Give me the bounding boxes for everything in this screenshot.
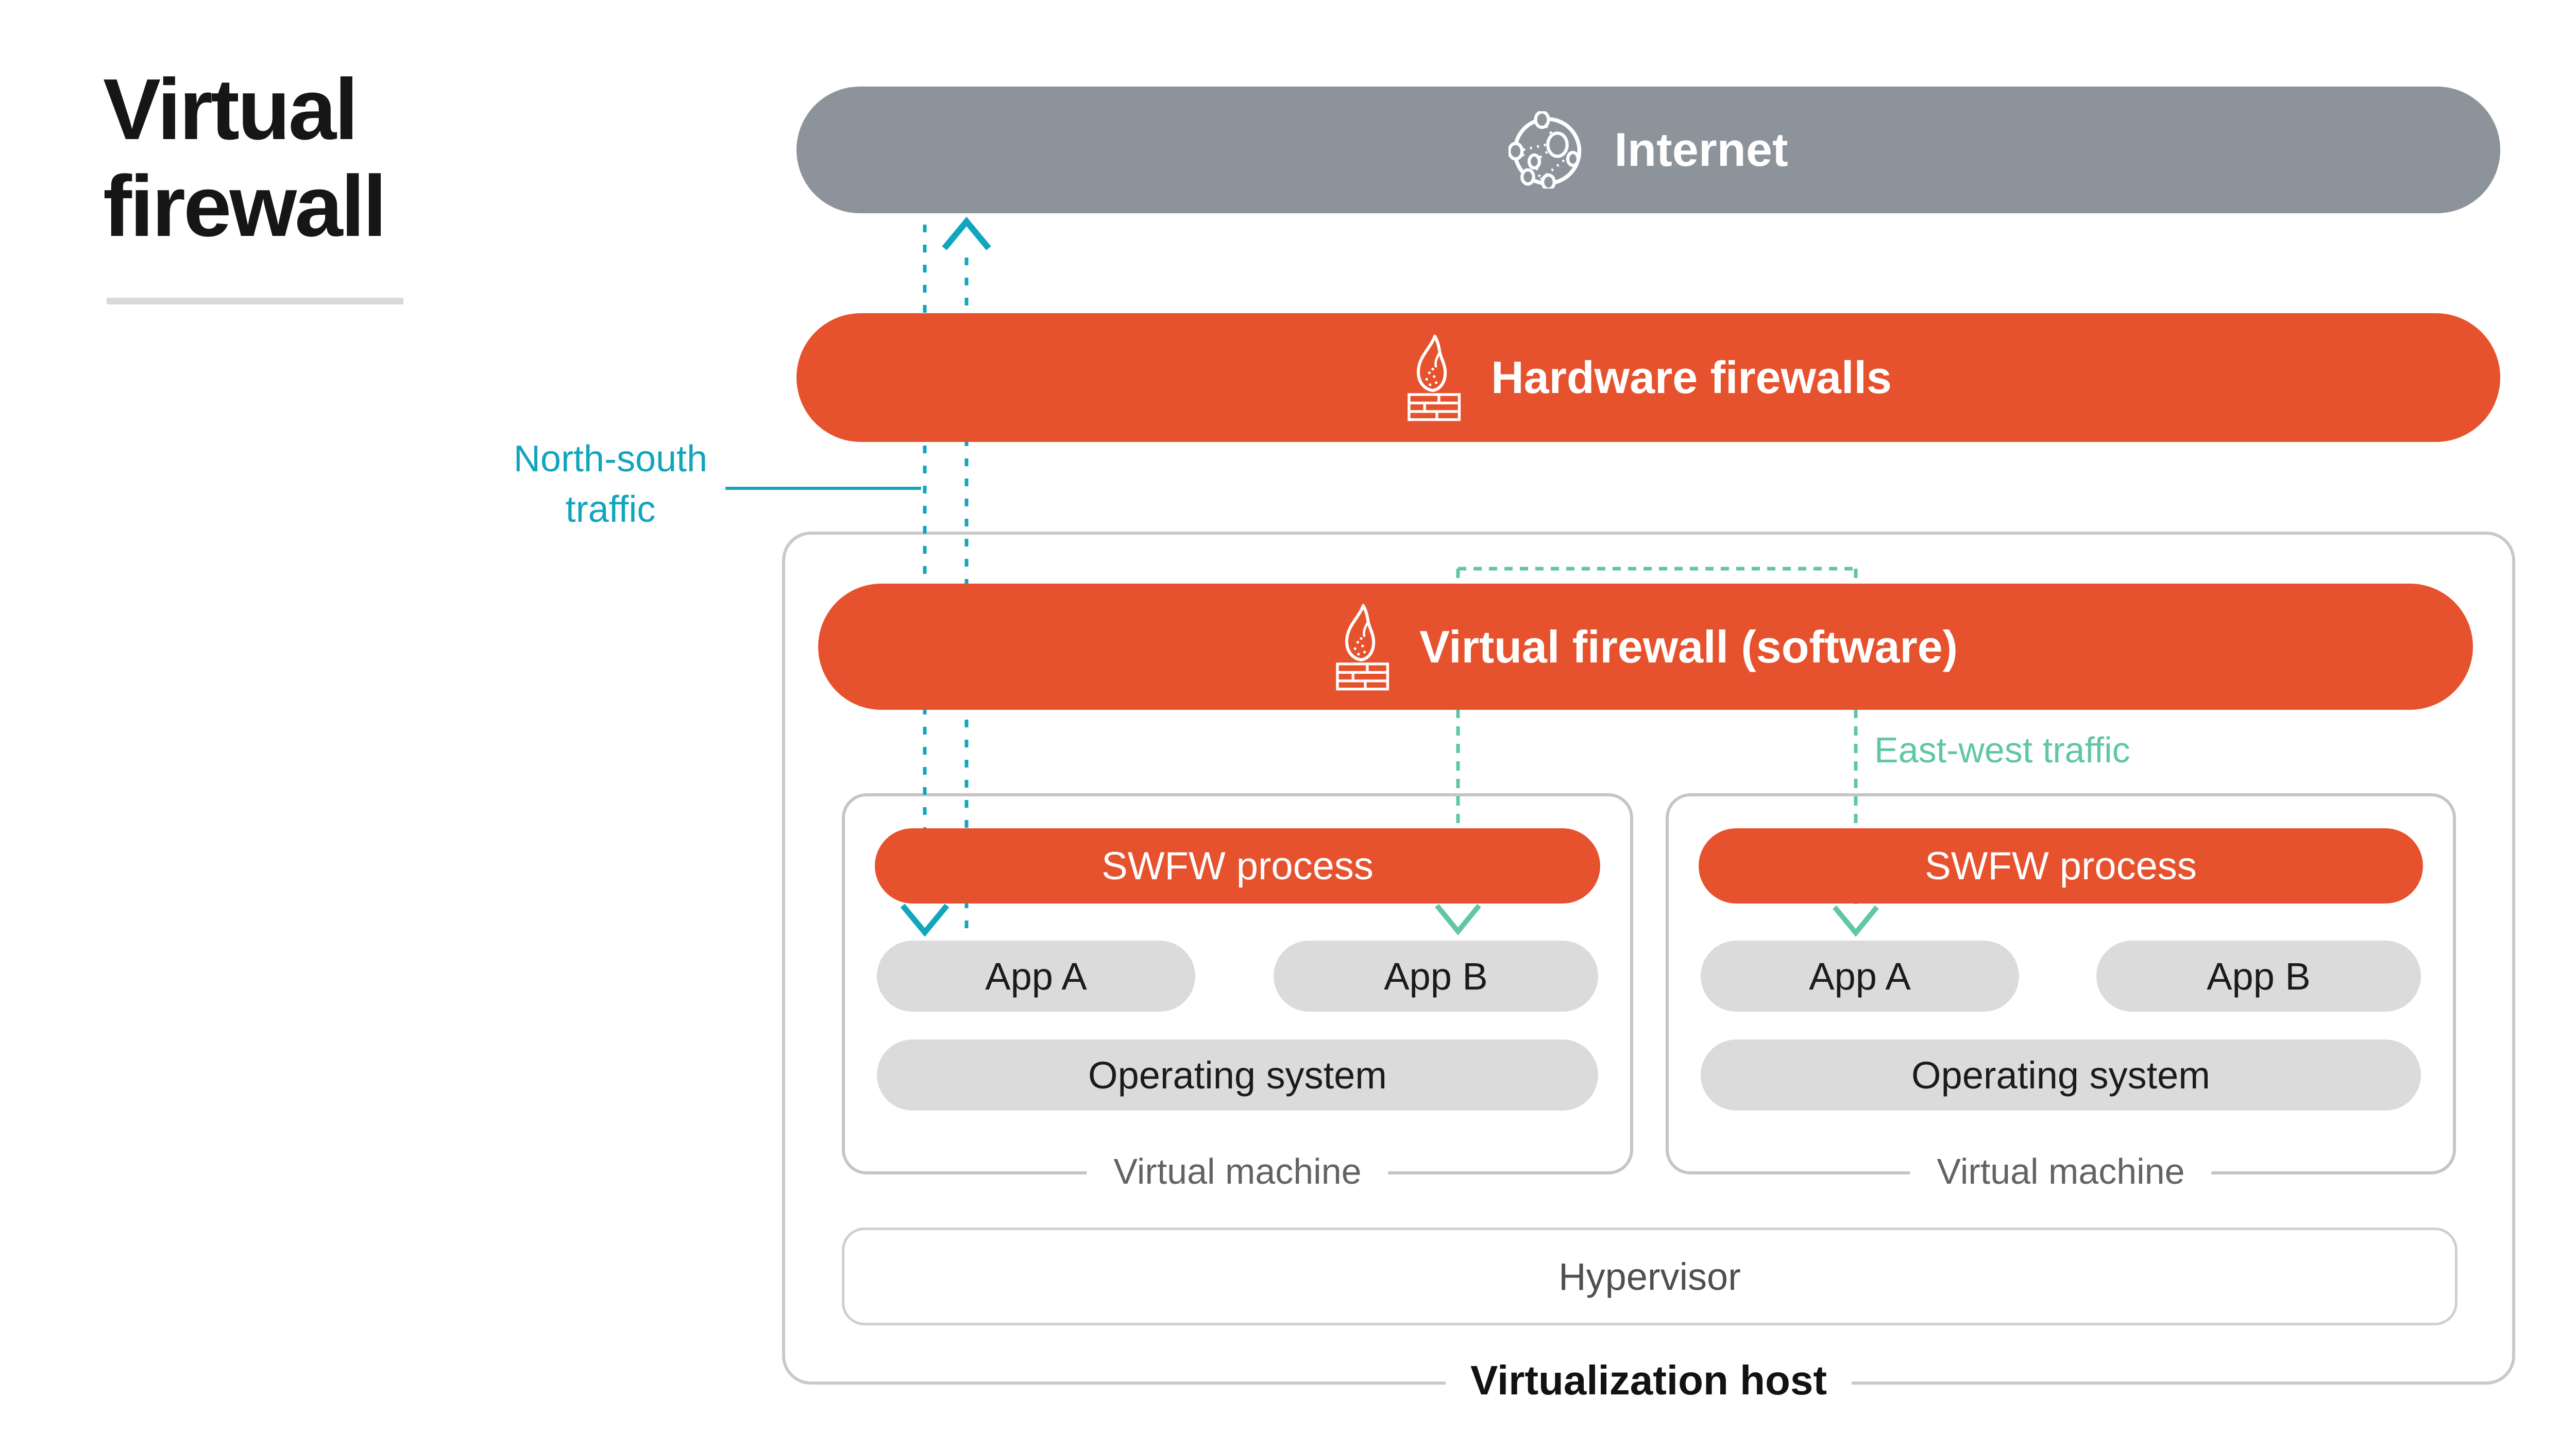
down-arrowhead-icon bbox=[1435, 904, 1481, 935]
virtualization-host-label: Virtualization host bbox=[1446, 1357, 1852, 1405]
down-arrowhead-icon bbox=[1833, 905, 1879, 937]
east-west-traffic-label: East-west traffic bbox=[1874, 730, 2130, 770]
virtual-machine-box-2: SWFW process App A App B Operating syste… bbox=[1666, 793, 2456, 1192]
virtual-firewall-label: Virtual firewall (software) bbox=[1419, 621, 1958, 672]
hardware-firewalls-bar: Hardware firewalls bbox=[796, 313, 2500, 442]
app-b-pill: App B bbox=[1274, 941, 1598, 1012]
hypervisor-box: Hypervisor bbox=[842, 1228, 2458, 1325]
app-a-pill: App A bbox=[1701, 941, 2019, 1012]
hypervisor-label: Hypervisor bbox=[1558, 1255, 1741, 1298]
internet-bar: Internet bbox=[796, 87, 2500, 213]
north-south-traffic-label: North-south traffic bbox=[513, 438, 708, 530]
app-a-pill: App A bbox=[877, 941, 1195, 1012]
virtual-machine-label: Virtual machine bbox=[1910, 1151, 2212, 1192]
down-arrowhead-icon bbox=[900, 904, 950, 937]
hardware-firewalls-label: Hardware firewalls bbox=[1491, 352, 1892, 403]
firewall-brick-flame-icon bbox=[1408, 334, 1461, 421]
operating-system-pill: Operating system bbox=[877, 1039, 1598, 1111]
virtual-machine-label: Virtual machine bbox=[1087, 1151, 1388, 1192]
globe-network-icon bbox=[1509, 111, 1582, 189]
swfw-process-bar: SWFW process bbox=[1699, 828, 2423, 904]
virtual-firewall-bar: Virtual firewall (software) bbox=[818, 584, 2473, 710]
up-arrowhead-icon bbox=[942, 216, 991, 250]
firewall-brick-flame-icon bbox=[1336, 604, 1389, 690]
page-title: Virtual firewall bbox=[103, 61, 387, 254]
operating-system-pill: Operating system bbox=[1701, 1039, 2421, 1111]
swfw-process-bar: SWFW process bbox=[875, 828, 1600, 904]
virtual-machine-box-1: SWFW process App A App B Operating syste… bbox=[842, 793, 1633, 1192]
app-b-pill: App B bbox=[2096, 941, 2421, 1012]
virtualization-host-container: Virtualization host bbox=[782, 532, 2515, 1405]
title-divider bbox=[107, 298, 403, 304]
internet-label: Internet bbox=[1614, 123, 1788, 176]
